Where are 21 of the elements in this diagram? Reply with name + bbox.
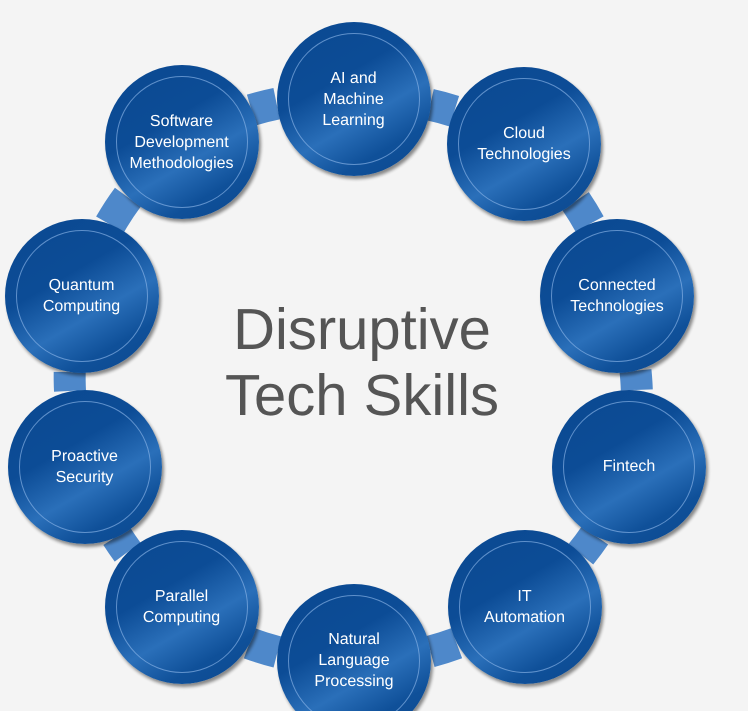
node-label: Connected Technologies xyxy=(569,276,665,317)
ring-connector xyxy=(426,628,462,667)
node-label: AI and Machine Learning xyxy=(321,68,386,130)
node-label: Cloud Technologies xyxy=(476,124,572,165)
ring-connector xyxy=(568,526,608,564)
node-label: IT Automation xyxy=(483,587,566,628)
ring-connector xyxy=(620,369,653,391)
ring-connector xyxy=(103,528,141,562)
ring-connector xyxy=(247,88,280,126)
center-title: Disruptive Tech Skills xyxy=(224,297,500,429)
ring-connector xyxy=(96,188,141,233)
node-label: Fintech xyxy=(602,457,656,477)
ring-connector xyxy=(244,628,282,668)
ring-connector xyxy=(562,192,604,232)
node-label: Parallel Computing xyxy=(142,587,222,628)
node-label: Software Development Methodologies xyxy=(128,112,235,174)
node-label: Natural Language Processing xyxy=(313,630,395,692)
ring-connector xyxy=(54,372,86,392)
ring-connector xyxy=(426,89,459,127)
node-label: Quantum Computing xyxy=(42,276,122,317)
node-label: Proactive Security xyxy=(50,446,119,488)
